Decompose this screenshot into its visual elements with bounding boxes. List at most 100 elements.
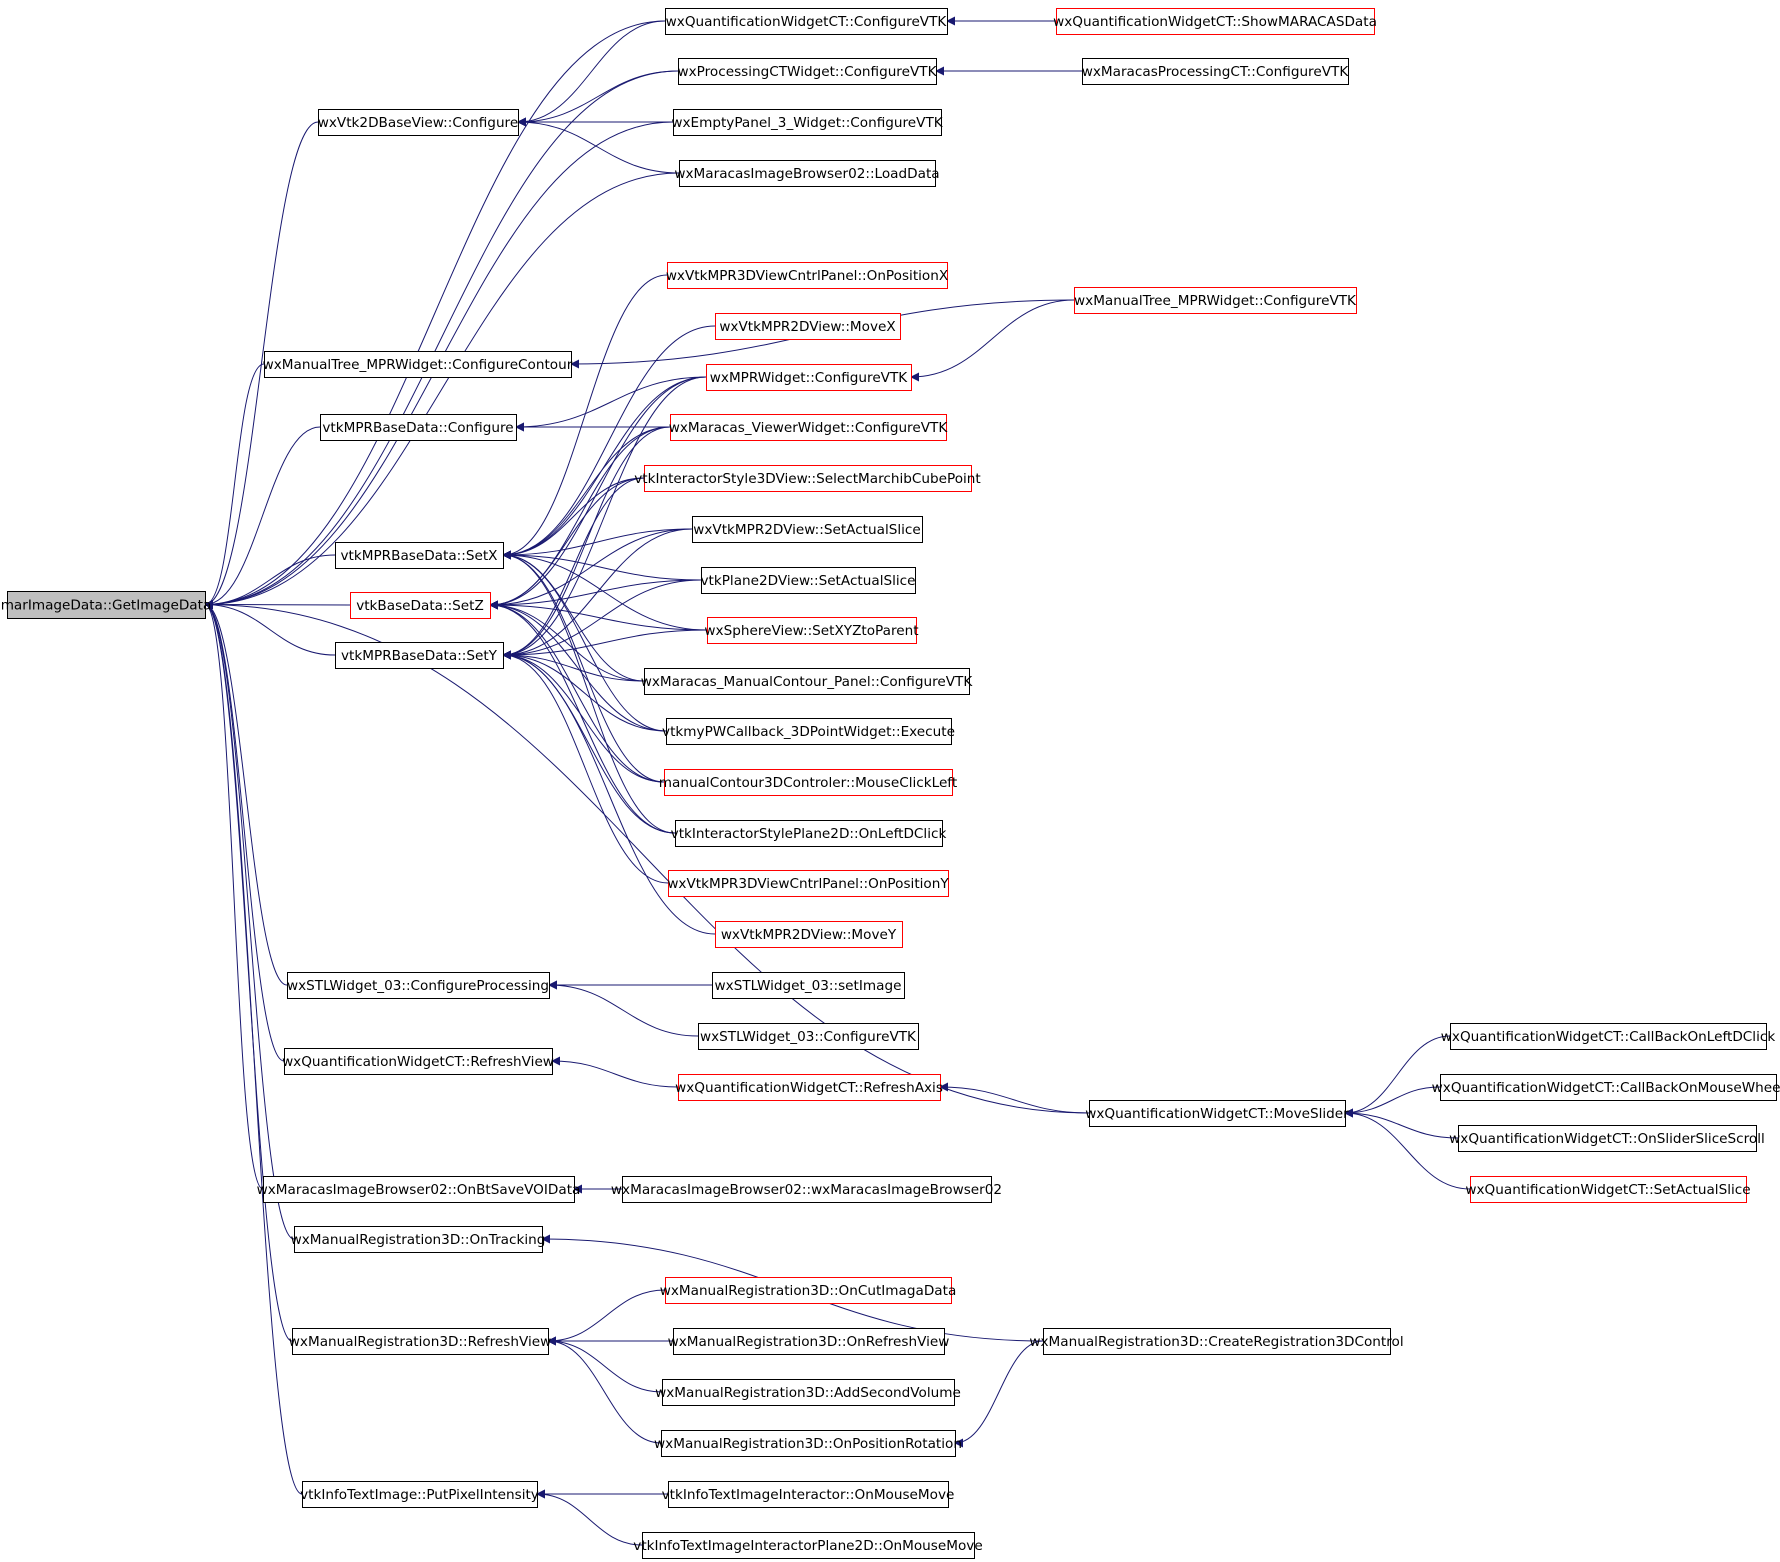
graph-node-n30[interactable]: wxSTLWidget_03::ConfigureVTK — [698, 1023, 919, 1050]
graph-node-n5[interactable]: wxVtk2DBaseView::Configure — [318, 109, 519, 136]
graph-node-n28[interactable]: wxSTLWidget_03::ConfigureProcessing — [287, 972, 550, 999]
node-label: wxQuantificationWidgetCT::ShowMARACASDat… — [1053, 14, 1377, 30]
graph-node-n7[interactable]: wxMaracasImageBrowser02::LoadData — [674, 160, 940, 187]
graph-node-n25[interactable]: vtkInteractorStylePlane2D::OnLeftDClick — [671, 820, 947, 847]
graph-node-n45[interactable]: wxManualRegistration3D::AddSecondVolume — [655, 1379, 961, 1406]
node-box — [1043, 1328, 1391, 1355]
call-edge — [502, 477, 645, 560]
graph-node-n20[interactable]: wxSphereView::SetXYZtoParent — [704, 617, 919, 644]
node-box — [701, 567, 916, 594]
call-edge — [204, 600, 288, 986]
graph-node-n2[interactable]: wxQuantificationWidgetCT::ShowMARACASDat… — [1053, 8, 1377, 35]
graph-node-n11[interactable]: wxManualTree_MPRWidget::ConfigureContour — [263, 351, 573, 378]
graph-node-n31[interactable]: wxQuantificationWidgetCT::CallBackOnLeft… — [1441, 1023, 1776, 1050]
node-label: manualContour3DControler::MouseClickLeft — [659, 775, 957, 791]
node-label: vtkPlane2DView::SetActualSlice — [700, 573, 915, 589]
node-label: wxQuantificationWidgetCT::RefreshView — [282, 1054, 554, 1070]
graph-node-n3[interactable]: wxProcessingCTWidget::ConfigureVTK — [678, 58, 938, 85]
graph-node-n43[interactable]: wxManualRegistration3D::OnRefreshView — [668, 1328, 950, 1355]
call-edge — [204, 363, 265, 609]
graph-node-n14[interactable]: wxMaracas_ViewerWidget::ConfigureVTK — [669, 414, 949, 441]
graph-node-n36[interactable]: wxQuantificationWidgetCT::OnSliderSliceS… — [1449, 1125, 1765, 1152]
node-label: wxManualRegistration3D::OnPositionRotati… — [654, 1436, 962, 1452]
node-label: wxQuantificationWidgetCT::CallBackOnMous… — [1432, 1080, 1780, 1096]
node-label: wxQuantificationWidgetCT::OnSliderSliceS… — [1449, 1131, 1765, 1147]
graph-node-n39[interactable]: wxQuantificationWidgetCT::SetActualSlice — [1465, 1176, 1751, 1203]
node-label: wxMaracasProcessingCT::ConfigureVTK — [1082, 64, 1350, 80]
graph-node-n13[interactable]: vtkMPRBaseData::Configure — [320, 414, 517, 441]
node-box — [644, 668, 970, 695]
node-label: wxSphereView::SetXYZtoParent — [704, 623, 918, 639]
graph-node-n37[interactable]: wxMaracasImageBrowser02::OnBtSaveVOIData — [257, 1176, 581, 1203]
call-edge — [502, 579, 702, 660]
node-box — [644, 465, 972, 492]
graph-node-n10[interactable]: wxVtkMPR2DView::MoveX — [715, 313, 901, 340]
call-edge — [489, 477, 645, 610]
node-box — [664, 769, 953, 796]
node-box — [665, 1277, 952, 1304]
graph-node-n26[interactable]: wxVtkMPR3DViewCntrlPanel::OnPositionY — [667, 870, 949, 897]
call-edge — [502, 325, 716, 560]
graph-node-n8[interactable]: wxVtkMPR3DViewCntrlPanel::OnPositionX — [666, 262, 948, 289]
node-box — [678, 1074, 941, 1101]
graph-node-n23[interactable]: vtkmyPWCallback_3DPointWidget::Execute — [662, 718, 955, 745]
call-edge — [502, 629, 708, 660]
node-box — [673, 109, 942, 136]
graph-node-n0[interactable]: marImageData::GetImageData — [1, 591, 212, 619]
node-box — [1470, 1176, 1747, 1203]
call-edge — [551, 1056, 679, 1088]
node-label: wxManualRegistration3D::OnTracking — [291, 1232, 546, 1248]
graph-node-n22[interactable]: wxMaracas_ManualContour_Panel::Configure… — [641, 668, 974, 695]
node-label: wxManualRegistration3D::OnCutImagaData — [660, 1283, 957, 1299]
graph-node-n21[interactable]: vtkMPRBaseData::SetY — [335, 642, 504, 669]
call-edge — [489, 426, 671, 610]
node-box — [678, 58, 937, 85]
graph-node-n49[interactable]: vtkInfoTextImageInteractorPlane2D::OnMou… — [633, 1532, 983, 1559]
graph-node-n41[interactable]: wxManualRegistration3D::OnCutImagaData — [660, 1277, 957, 1304]
node-label: wxEmptyPanel_3_Widget::ConfigureVTK — [671, 115, 943, 131]
node-box — [1458, 1125, 1757, 1152]
graph-node-n48[interactable]: vtkInfoTextImageInteractor::OnMouseMove — [662, 1481, 955, 1508]
call-edge — [1344, 1086, 1441, 1118]
call-edge — [502, 550, 667, 732]
graph-node-n1[interactable]: wxQuantificationWidgetCT::ConfigureVTK — [665, 8, 948, 35]
call-edge — [489, 600, 665, 783]
graph-node-n12[interactable]: wxMPRWidget::ConfigureVTK — [706, 364, 912, 391]
node-label: wxMaracas_ViewerWidget::ConfigureVTK — [669, 420, 949, 436]
graph-node-n47[interactable]: vtkInfoTextImage::PutPixelIntensity — [300, 1481, 539, 1508]
graph-node-n44[interactable]: wxManualRegistration3D::CreateRegistrati… — [1029, 1328, 1404, 1355]
graph-node-n9[interactable]: wxManualTree_MPRWidget::ConfigureVTK — [1074, 287, 1357, 314]
graph-node-n18[interactable]: vtkPlane2DView::SetActualSlice — [700, 567, 916, 594]
call-edge — [204, 600, 295, 1240]
graph-node-n6[interactable]: wxEmptyPanel_3_Widget::ConfigureVTK — [671, 109, 944, 136]
node-box — [1440, 1074, 1777, 1101]
graph-node-n35[interactable]: wxQuantificationWidgetCT::MoveSlider — [1085, 1100, 1349, 1127]
call-edge — [502, 650, 716, 935]
graph-node-n4[interactable]: wxMaracasProcessingCT::ConfigureVTK — [1082, 58, 1350, 85]
graph-node-n24[interactable]: manualContour3DControler::MouseClickLeft — [659, 769, 957, 796]
graph-node-n32[interactable]: wxQuantificationWidgetCT::RefreshView — [282, 1048, 554, 1075]
graph-node-n16[interactable]: vtkMPRBaseData::SetX — [335, 542, 504, 569]
node-box — [662, 1379, 955, 1406]
graph-node-n34[interactable]: wxQuantificationWidgetCT::CallBackOnMous… — [1432, 1074, 1780, 1101]
graph-node-n29[interactable]: wxSTLWidget_03::setImage — [712, 972, 905, 999]
graph-node-n38[interactable]: wxMaracasImageBrowser02::wxMaracasImageB… — [611, 1176, 1002, 1203]
graph-node-n19[interactable]: vtkBaseData::SetZ — [350, 592, 491, 619]
node-label: wxProcessingCTWidget::ConfigureVTK — [678, 64, 938, 80]
node-box — [673, 1328, 945, 1355]
node-label: wxQuantificationWidgetCT::ConfigureVTK — [666, 14, 948, 30]
graph-node-n42[interactable]: wxManualRegistration3D::RefreshView — [289, 1328, 551, 1355]
node-label: wxManualRegistration3D::CreateRegistrati… — [1029, 1334, 1403, 1350]
node-box — [287, 972, 550, 999]
graph-node-n15[interactable]: vtkInteractorStyle3DView::SelectMarchibC… — [634, 465, 981, 492]
node-label: wxQuantificationWidgetCT::RefreshAxis — [675, 1080, 943, 1096]
call-edge — [204, 121, 319, 609]
graph-node-n17[interactable]: wxVtkMPR2DView::SetActualSlice — [692, 516, 923, 543]
node-box — [707, 617, 917, 644]
graph-node-n40[interactable]: wxManualRegistration3D::OnTracking — [291, 1226, 546, 1253]
graph-node-n46[interactable]: wxManualRegistration3D::OnPositionRotati… — [654, 1430, 962, 1457]
call-edge — [489, 600, 708, 631]
call-edge — [489, 528, 693, 610]
graph-node-n33[interactable]: wxQuantificationWidgetCT::RefreshAxis — [675, 1074, 943, 1101]
graph-node-n27[interactable]: wxVtkMPR2DView::MoveY — [715, 921, 903, 948]
